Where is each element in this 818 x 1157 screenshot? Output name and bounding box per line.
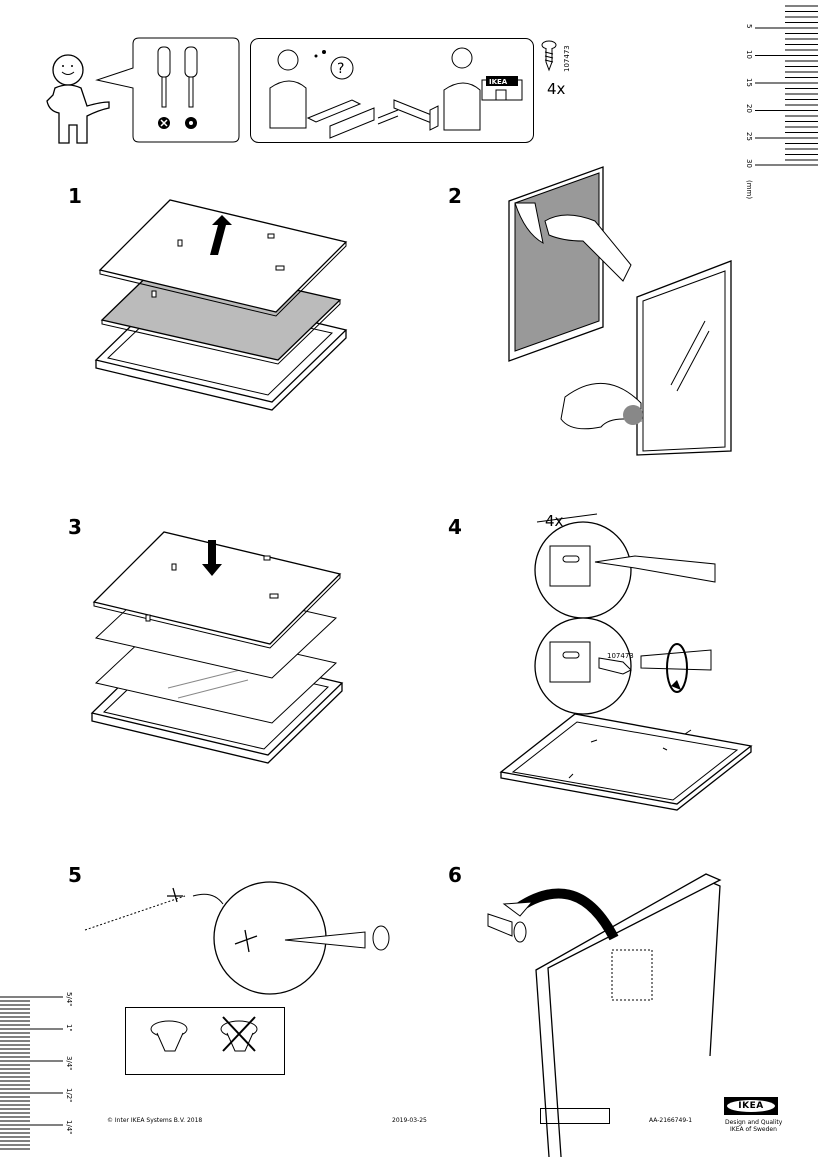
step-4-quantity: 4x xyxy=(545,512,564,530)
phillips-screwdriver-icon xyxy=(184,46,198,129)
step-5-comparison-box xyxy=(125,1007,285,1075)
tagline-line-1: Design and Quality xyxy=(725,1119,783,1126)
step-5-number: 5 xyxy=(68,863,82,887)
step-1-number: 1 xyxy=(68,184,82,208)
copyright-text: © Inter IKEA Systems B.V. 2018 xyxy=(107,1117,203,1124)
tagline-line-2: IKEA of Sweden xyxy=(730,1126,777,1133)
blank-label-box xyxy=(540,1108,610,1124)
step-4-illustration xyxy=(499,513,753,811)
step-4-part-number: 107473 xyxy=(607,652,634,660)
speech-bubble-tools xyxy=(95,37,240,143)
mm-label-15: 15 xyxy=(745,78,753,87)
svg-text:IKEA: IKEA xyxy=(489,78,508,86)
step-3-illustration xyxy=(90,531,344,764)
screw-part-icon xyxy=(541,40,557,72)
inch-ruler xyxy=(0,996,63,1150)
part-number-label: 107473 xyxy=(563,45,571,72)
inch-label-1: 1" xyxy=(65,1024,73,1032)
part-quantity-label: 4x xyxy=(547,80,566,98)
mm-label-20: 20 xyxy=(745,104,753,113)
mm-label-10: 10 xyxy=(745,50,753,59)
step-3-number: 3 xyxy=(68,515,82,539)
help-panel-illustration: ? IKEA xyxy=(250,38,534,143)
ikea-logo: IKEA xyxy=(724,1097,778,1115)
mm-label-30: 30 xyxy=(745,159,753,168)
svg-text:?: ? xyxy=(337,61,344,77)
inch-label-1-4: 1/4" xyxy=(65,1120,73,1135)
mm-label-25: 25 xyxy=(745,132,753,141)
inch-label-1-2: 1/2" xyxy=(65,1088,73,1103)
step-2-number: 2 xyxy=(448,184,462,208)
step-4-number: 4 xyxy=(448,515,462,539)
step-6-number: 6 xyxy=(448,863,462,887)
inch-label-5-4: 5/4" xyxy=(65,992,73,1007)
mm-label-5: 5 xyxy=(745,24,753,29)
mm-ruler xyxy=(755,5,818,166)
mm-unit-label: (mm) xyxy=(745,180,753,200)
step-5-illustration xyxy=(84,881,390,995)
step-1-illustration xyxy=(94,199,348,411)
inch-label-3-4: 3/4" xyxy=(65,1056,73,1071)
document-date: 2019-03-25 xyxy=(392,1117,427,1124)
ikea-logo-text: IKEA xyxy=(727,1100,775,1112)
document-id: AA-2166749-1 xyxy=(649,1117,693,1124)
ikea-man-illustration xyxy=(46,54,110,144)
flathead-screwdriver-icon xyxy=(157,46,171,129)
step-2-illustration xyxy=(508,166,732,456)
step-6-illustration xyxy=(487,873,722,1157)
